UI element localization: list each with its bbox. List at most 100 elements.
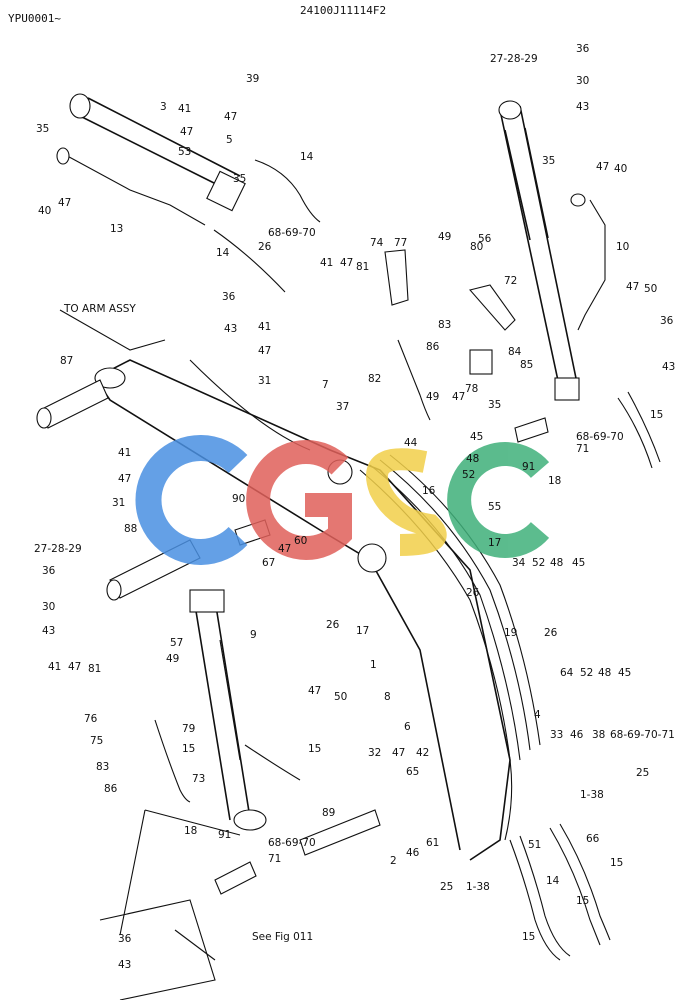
callout-label: 15: [182, 743, 195, 755]
callout-label: 35: [488, 399, 501, 411]
callout-label: 77: [394, 237, 407, 249]
callout-label: 47: [68, 661, 81, 673]
callout-label: 65: [406, 766, 419, 778]
callout-label: 8: [384, 691, 391, 703]
callout-label: 47: [224, 111, 237, 123]
header-center-code: 24100J11114F2: [300, 4, 386, 17]
lower-hoses: [154, 719, 611, 961]
callout-label: 7: [322, 379, 329, 391]
callout-label: 17: [356, 625, 369, 637]
callout-label: 52: [462, 469, 475, 481]
watermark-letter-c-1: [135, 435, 248, 565]
callout-label: 41: [258, 321, 271, 333]
callout-label: 48: [466, 453, 479, 465]
callout-label: 66: [586, 833, 600, 845]
callout-label: 4: [534, 709, 541, 721]
watermark-letter-g: [246, 440, 352, 560]
callout-label: 40: [614, 163, 627, 175]
callout-label: 25: [636, 767, 649, 779]
callout-label: 83: [438, 319, 451, 331]
callout-label: 72: [504, 275, 517, 287]
callout-label: 41: [320, 257, 333, 269]
callout-label: 1-38: [466, 881, 490, 893]
callout-label: 47: [596, 161, 609, 173]
callout-label: 2: [390, 855, 397, 867]
callout-label: 35: [36, 123, 49, 135]
callout-label: 41: [48, 661, 61, 673]
callout-label: 79: [182, 723, 195, 735]
callout-label: 85: [520, 359, 533, 371]
callout-label: 16: [422, 485, 436, 497]
upper-left-cylinder: [56, 93, 321, 293]
callout-label: 91: [522, 461, 535, 473]
callout-label: 15: [522, 931, 535, 943]
callout-label: 36: [42, 565, 56, 577]
arm-cylinder-lower: [189, 589, 267, 831]
callout-label: 49: [166, 653, 179, 665]
callout-label: 26: [544, 627, 558, 639]
callout-label: 45: [618, 667, 631, 679]
callout-label: 27-28-29: [490, 53, 538, 65]
callout-label: 71: [576, 443, 589, 455]
callout-label: 35: [542, 155, 555, 167]
callout-label: 67: [262, 557, 275, 569]
callout-label: 49: [426, 391, 439, 403]
callout-label: 71: [268, 853, 281, 865]
note-see-fig: See Fig 011: [252, 931, 313, 943]
callout-label: 47: [58, 197, 71, 209]
callout-label: 47: [626, 281, 639, 293]
callout-label: 78: [465, 383, 478, 395]
callout-label: 36: [222, 291, 236, 303]
callout-label: 49: [438, 231, 451, 243]
callout-label: 47: [340, 257, 353, 269]
callout-label: 31: [112, 497, 125, 509]
upper-right-cylinder: [498, 100, 606, 401]
callout-label: 91: [218, 829, 231, 841]
callout-label: 14: [216, 247, 230, 259]
hose-pair-right: [617, 391, 661, 469]
callout-label: 36: [576, 43, 590, 55]
callout-label: 19: [504, 627, 517, 639]
callout-label: 81: [88, 663, 101, 675]
callout-label: 3: [160, 101, 167, 113]
callout-label: 48: [550, 557, 563, 569]
callout-label: 47: [308, 685, 321, 697]
callout-label: 84: [508, 346, 522, 358]
callout-label: 26: [466, 587, 480, 599]
watermark-letter-s: [366, 448, 447, 556]
callout-label: 50: [334, 691, 347, 703]
callout-label: 88: [124, 523, 137, 535]
callout-label: 45: [470, 431, 483, 443]
callout-label: 47: [452, 391, 465, 403]
callout-label: 15: [308, 743, 321, 755]
callout-label: 26: [258, 241, 272, 253]
callout-label: 53: [178, 146, 191, 158]
callout-label: 83: [96, 761, 109, 773]
callout-label: 47: [278, 543, 291, 555]
callout-label: 46: [570, 729, 584, 741]
callout-label: 43: [662, 361, 675, 373]
callout-label: 15: [610, 857, 623, 869]
callout-label: 17: [488, 537, 501, 549]
callout-label: 86: [104, 783, 118, 795]
callout-label: 18: [548, 475, 561, 487]
watermark-letter-c-2: [447, 442, 550, 558]
callout-label: 40: [38, 205, 51, 217]
leader-lines: [59, 309, 241, 936]
center-control-valve: [384, 249, 516, 421]
callout-label: 36: [118, 933, 132, 945]
callout-label: 14: [300, 151, 314, 163]
callout-label: 44: [404, 437, 418, 449]
callout-label: 61: [426, 837, 439, 849]
callout-label: 86: [426, 341, 440, 353]
callout-label: 47: [180, 126, 193, 138]
callout-label: 31: [258, 375, 271, 387]
callout-label: 43: [224, 323, 237, 335]
callout-label: 1: [370, 659, 377, 671]
callout-label: 45: [572, 557, 585, 569]
callout-label: 30: [42, 601, 55, 613]
callout-label: 80: [470, 241, 483, 253]
callout-label: 90: [232, 493, 245, 505]
